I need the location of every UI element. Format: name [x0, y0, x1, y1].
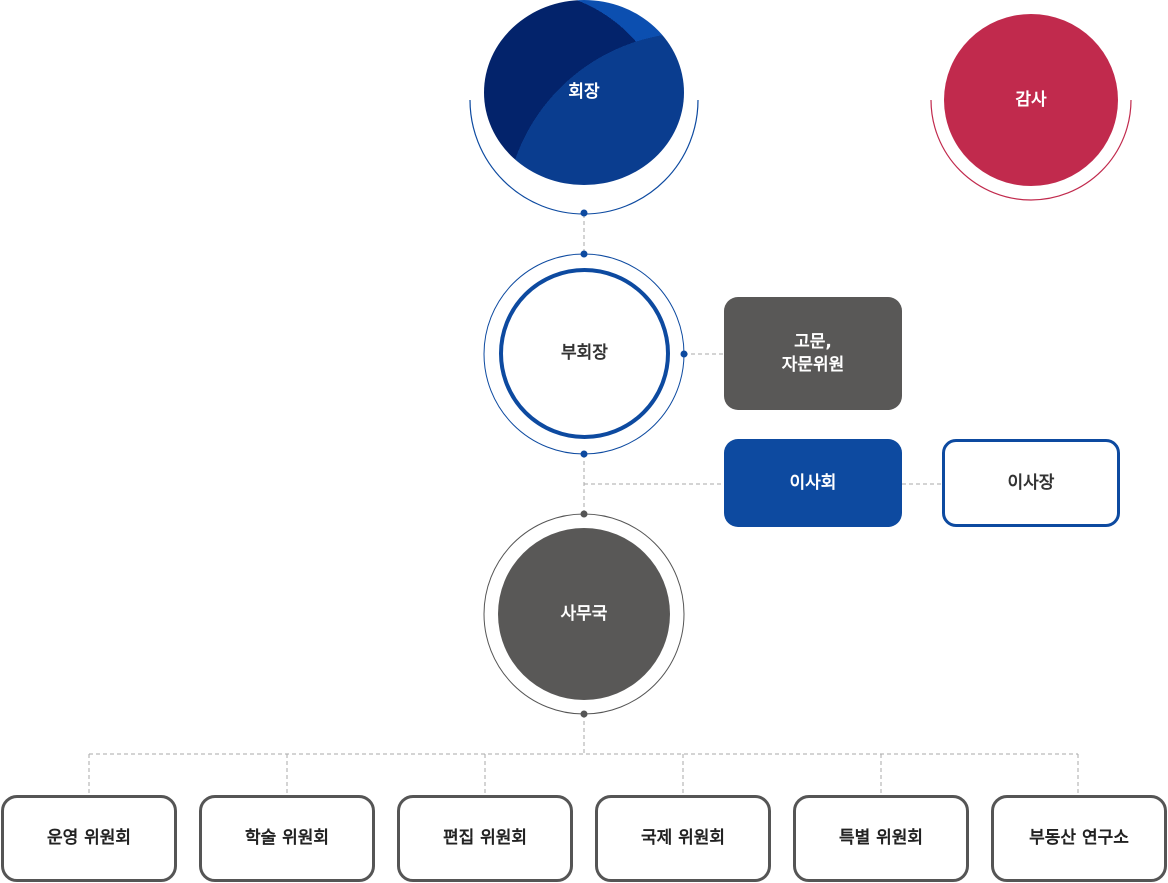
committee-international: 국제 위원회 — [595, 795, 771, 882]
committee-label: 운영 위원회 — [46, 828, 132, 849]
auditor-label: 감사 — [1015, 89, 1047, 110]
committee-operations: 운영 위원회 — [1, 795, 177, 882]
committee-label: 국제 위원회 — [640, 828, 726, 849]
chairman-node: 회장 — [484, 0, 684, 185]
secretariat-label: 사무국 — [560, 603, 608, 624]
board-node: 이사회 — [724, 439, 902, 527]
committee-label: 특별 위원회 — [838, 828, 924, 849]
connector-dots — [580, 209, 688, 718]
chairman-label: 회장 — [568, 82, 600, 103]
advisors-node: 고문, 자문위원 — [724, 297, 902, 410]
board-director-label: 이사장 — [1007, 472, 1055, 493]
vice-chairman-node: 부회장 — [499, 268, 670, 439]
board-director-node: 이사장 — [942, 439, 1120, 527]
advisors-label: 고문, 자문위원 — [781, 331, 845, 375]
committee-editorial: 편집 위원회 — [397, 795, 573, 882]
real-estate-institute: 부동산 연구소 — [991, 795, 1167, 882]
committee-label: 편집 위원회 — [442, 828, 528, 849]
committee-special: 특별 위원회 — [793, 795, 969, 882]
committee-academic: 학술 위원회 — [199, 795, 375, 882]
committee-label: 학술 위원회 — [244, 828, 330, 849]
secretariat-node: 사무국 — [498, 528, 670, 700]
vice-chairman-label: 부회장 — [561, 343, 608, 364]
board-label: 이사회 — [789, 472, 837, 493]
committee-label: 부동산 연구소 — [1029, 828, 1129, 849]
auditor-ring-arc — [930, 99, 1132, 201]
auditor-node: 감사 — [944, 14, 1118, 186]
